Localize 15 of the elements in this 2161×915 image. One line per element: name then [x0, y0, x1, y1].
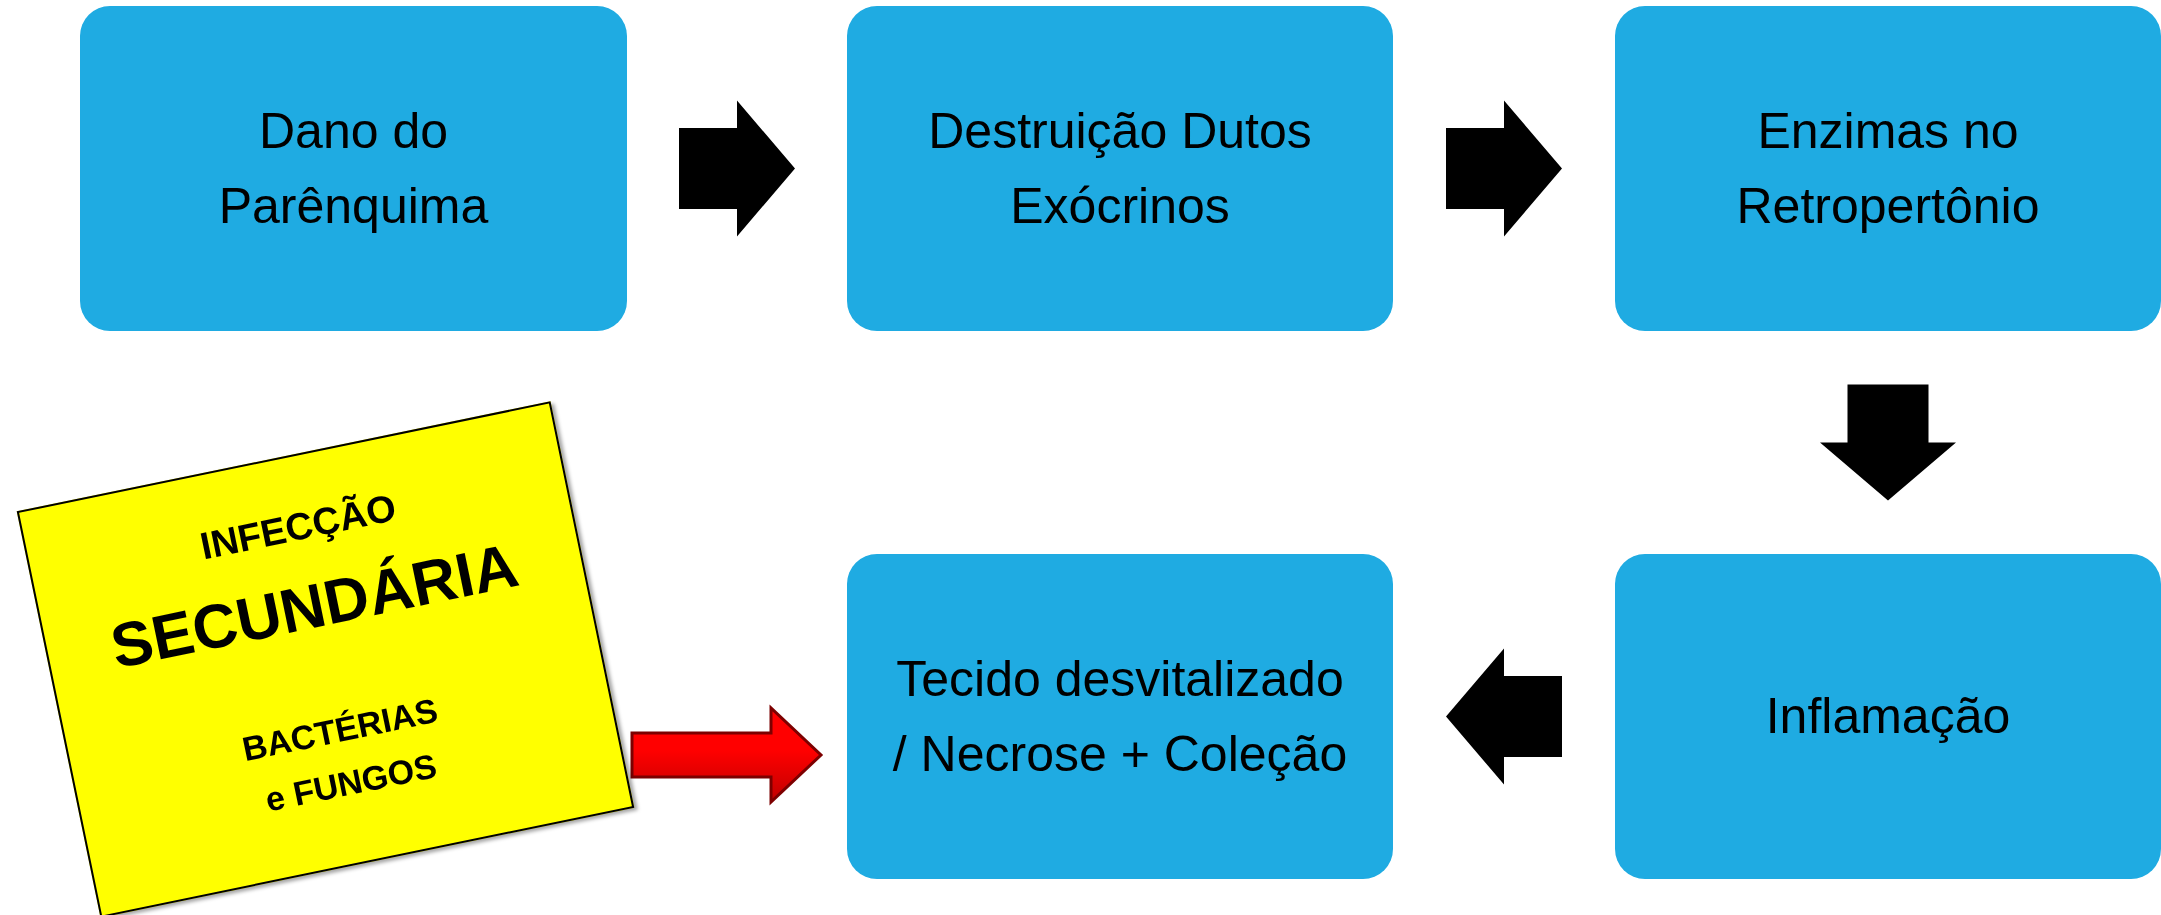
process-box	[80, 6, 627, 331]
block-arrow	[630, 704, 824, 806]
process-box	[1615, 554, 2161, 879]
box-label: Inflamação	[1765, 687, 2011, 746]
block-arrow	[1446, 100, 1562, 237]
block-arrow	[1820, 384, 1956, 501]
box-label: Enzimas no Retropertônio	[1735, 101, 2041, 236]
process-box	[847, 6, 1393, 331]
box-label: Dano do Parênquima	[217, 101, 490, 236]
process-box	[1615, 6, 2161, 331]
process-box	[847, 554, 1393, 879]
box-label: Tecido desvitalizado / Necrose + Coleção	[891, 649, 1349, 784]
box-label: Destruição Dutos Exócrinos	[927, 101, 1313, 236]
block-arrow	[1446, 648, 1562, 785]
block-arrow	[679, 100, 795, 237]
